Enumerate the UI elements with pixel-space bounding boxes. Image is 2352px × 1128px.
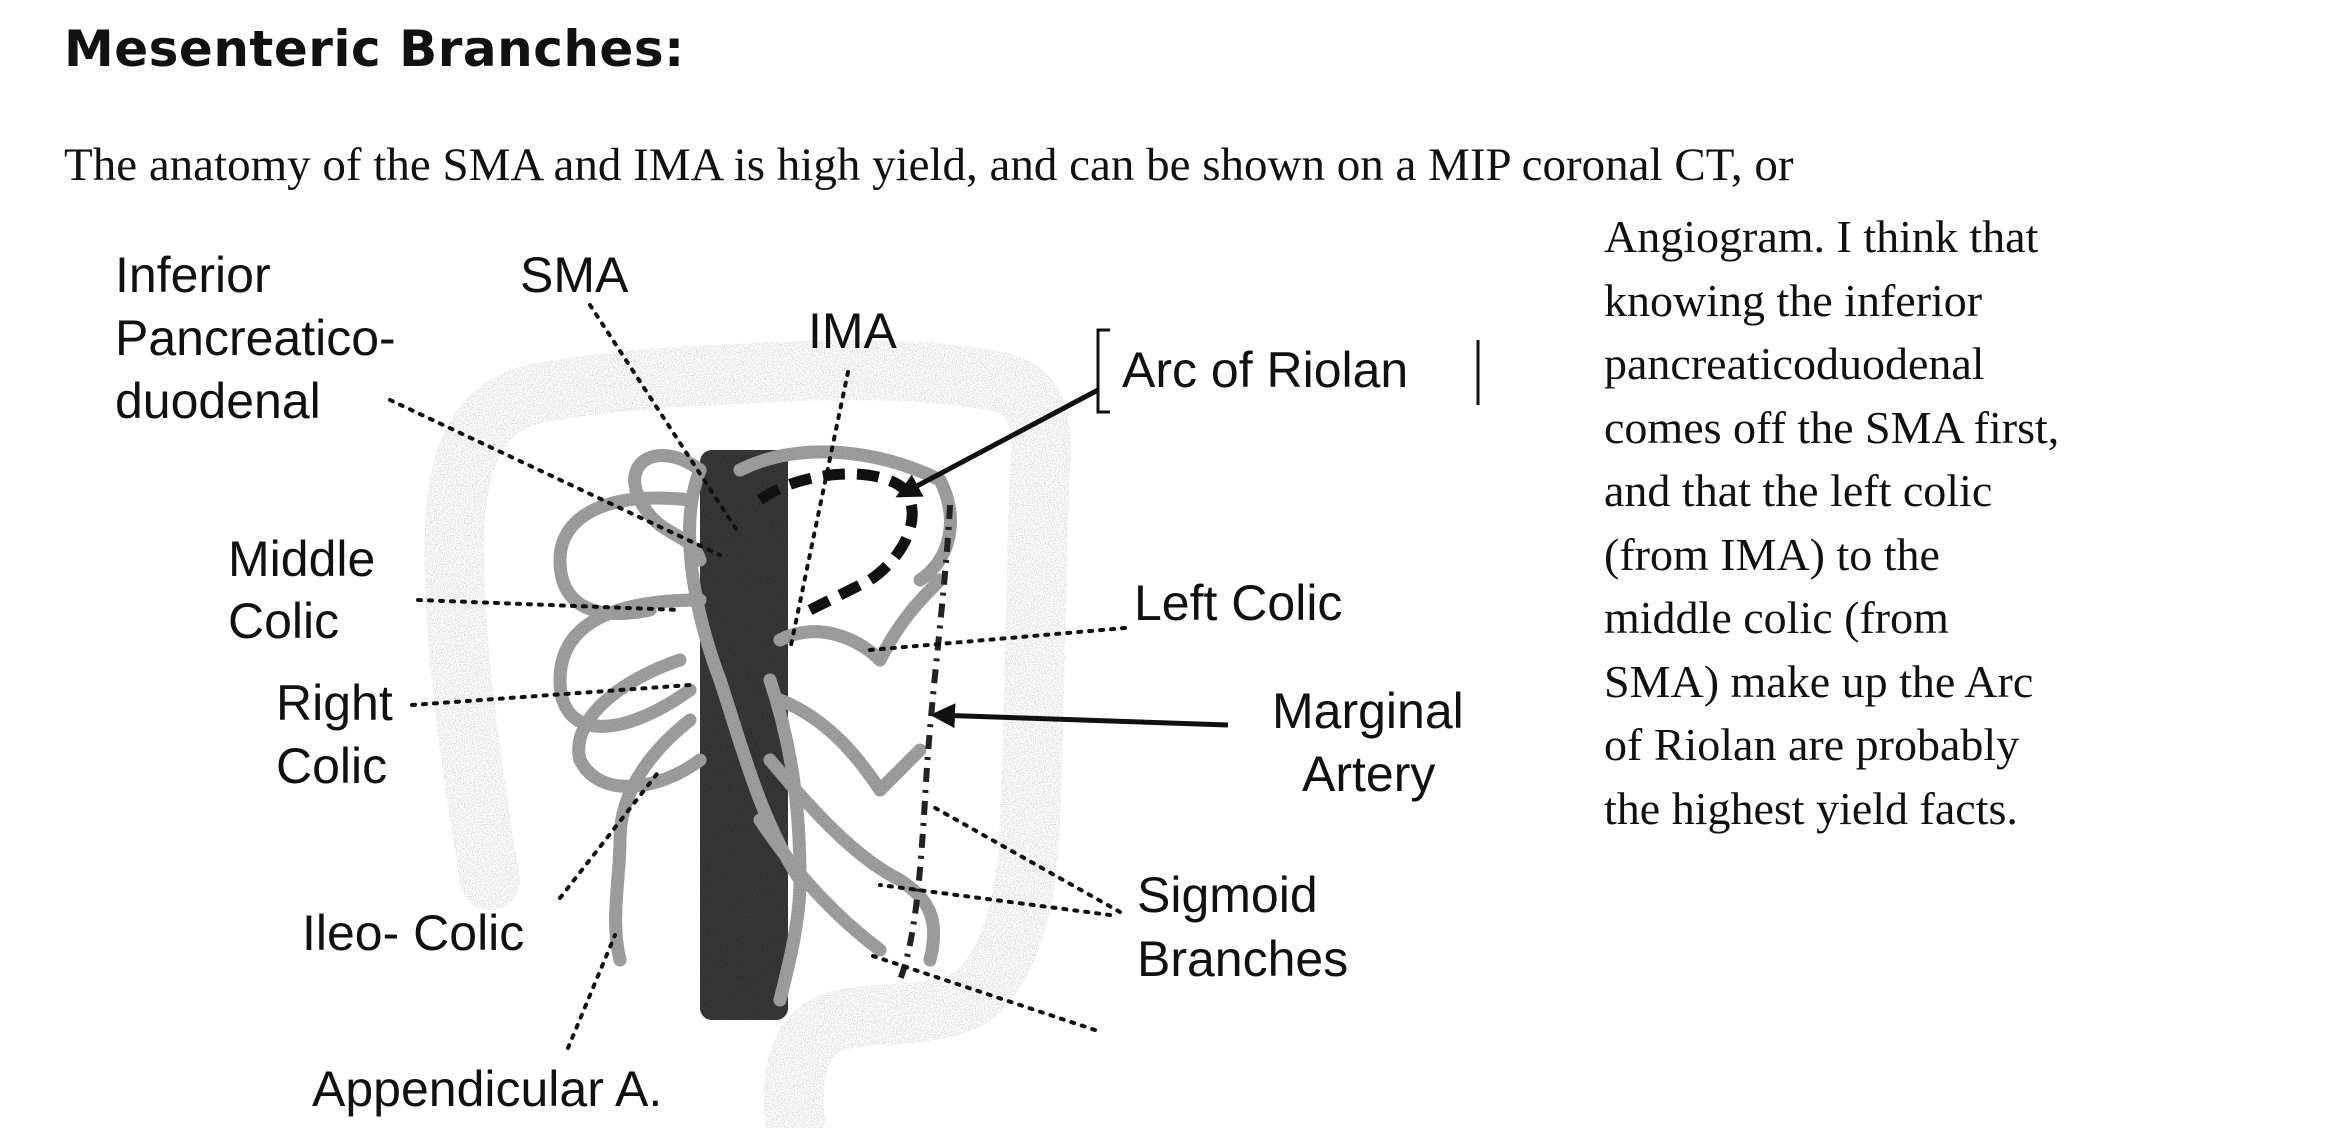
arrow-marginal-artery [930,703,1229,729]
side-paragraph-line: the highest yield facts. [1604,782,2018,834]
label-inferior-pancreaticoduodenal-1: Inferior [115,247,271,303]
label-middle-colic-1: Middle [228,531,375,587]
side-paragraph-line: of Riolan are probably [1604,719,2020,770]
label-right-colic-2: Colic [276,738,387,794]
label-sigmoid-branches-1: Sigmoid [1137,867,1318,923]
page-heading: Mesenteric Branches: [64,20,685,78]
label-appendicular: Appendicular A. [312,1061,662,1117]
side-paragraph-line: and that the left colic [1604,465,1993,516]
label-marginal-artery-1: Marginal [1272,683,1464,739]
leader-left-colic [868,626,1127,652]
side-paragraph-line: (from IMA) to the [1604,528,1940,580]
leader-middle-colic [416,598,682,612]
arrow-arc-of-riolan [895,387,1100,498]
leader-ima [788,370,850,652]
colon-outline [424,340,1072,1128]
arc-of-riolan-bracket [1096,328,1480,414]
leader-right-colic [410,683,692,707]
label-left-colic: Left Colic [1134,575,1342,631]
label-marginal-artery-2: Artery [1302,746,1435,802]
label-arc-of-riolan: Arc of Riolan [1122,342,1408,398]
side-paragraph-line: pancreaticoduodenal [1604,338,1985,389]
intro-paragraph: The anatomy of the SMA and IMA is high y… [64,139,1794,191]
label-inferior-pancreaticoduodenal-2: Pancreatico- [115,310,396,366]
side-paragraph-line: comes off the SMA first, [1604,401,2060,453]
side-paragraph-line: SMA) make up the Arc [1604,655,2034,707]
leader-sma [588,303,742,537]
side-paragraph-line: middle colic (from [1604,592,1949,643]
leader-sigmoid-1 [928,803,1122,914]
leader-sigmoid-3 [868,953,1097,1032]
leader-ileo-colic [558,768,662,900]
label-inferior-pancreaticoduodenal-3: duodenal [115,373,321,429]
label-sma: SMA [520,247,629,303]
label-sigmoid-branches-2: Branches [1137,931,1348,987]
mesenteric-vessels [553,445,957,1007]
label-middle-colic-2: Colic [228,593,339,649]
label-right-colic-1: Right [276,675,393,731]
label-ima: IMA [808,303,898,359]
side-paragraph-line: Angiogram. I think that [1604,211,2039,262]
leader-appendicular [566,933,617,1050]
diagram-labels: Inferior Pancreatico- duodenal SMA IMA A… [115,247,1464,1117]
solid-arrows [895,387,1229,729]
leader-lines [388,303,1127,1050]
side-paragraph-line: knowing the inferior [1604,274,1983,326]
label-ileo-colic: Ileo- Colic [302,905,524,961]
arc-of-riolan-line [756,468,918,615]
side-paragraph: Angiogram. I think that knowing the infe… [1604,205,2164,840]
